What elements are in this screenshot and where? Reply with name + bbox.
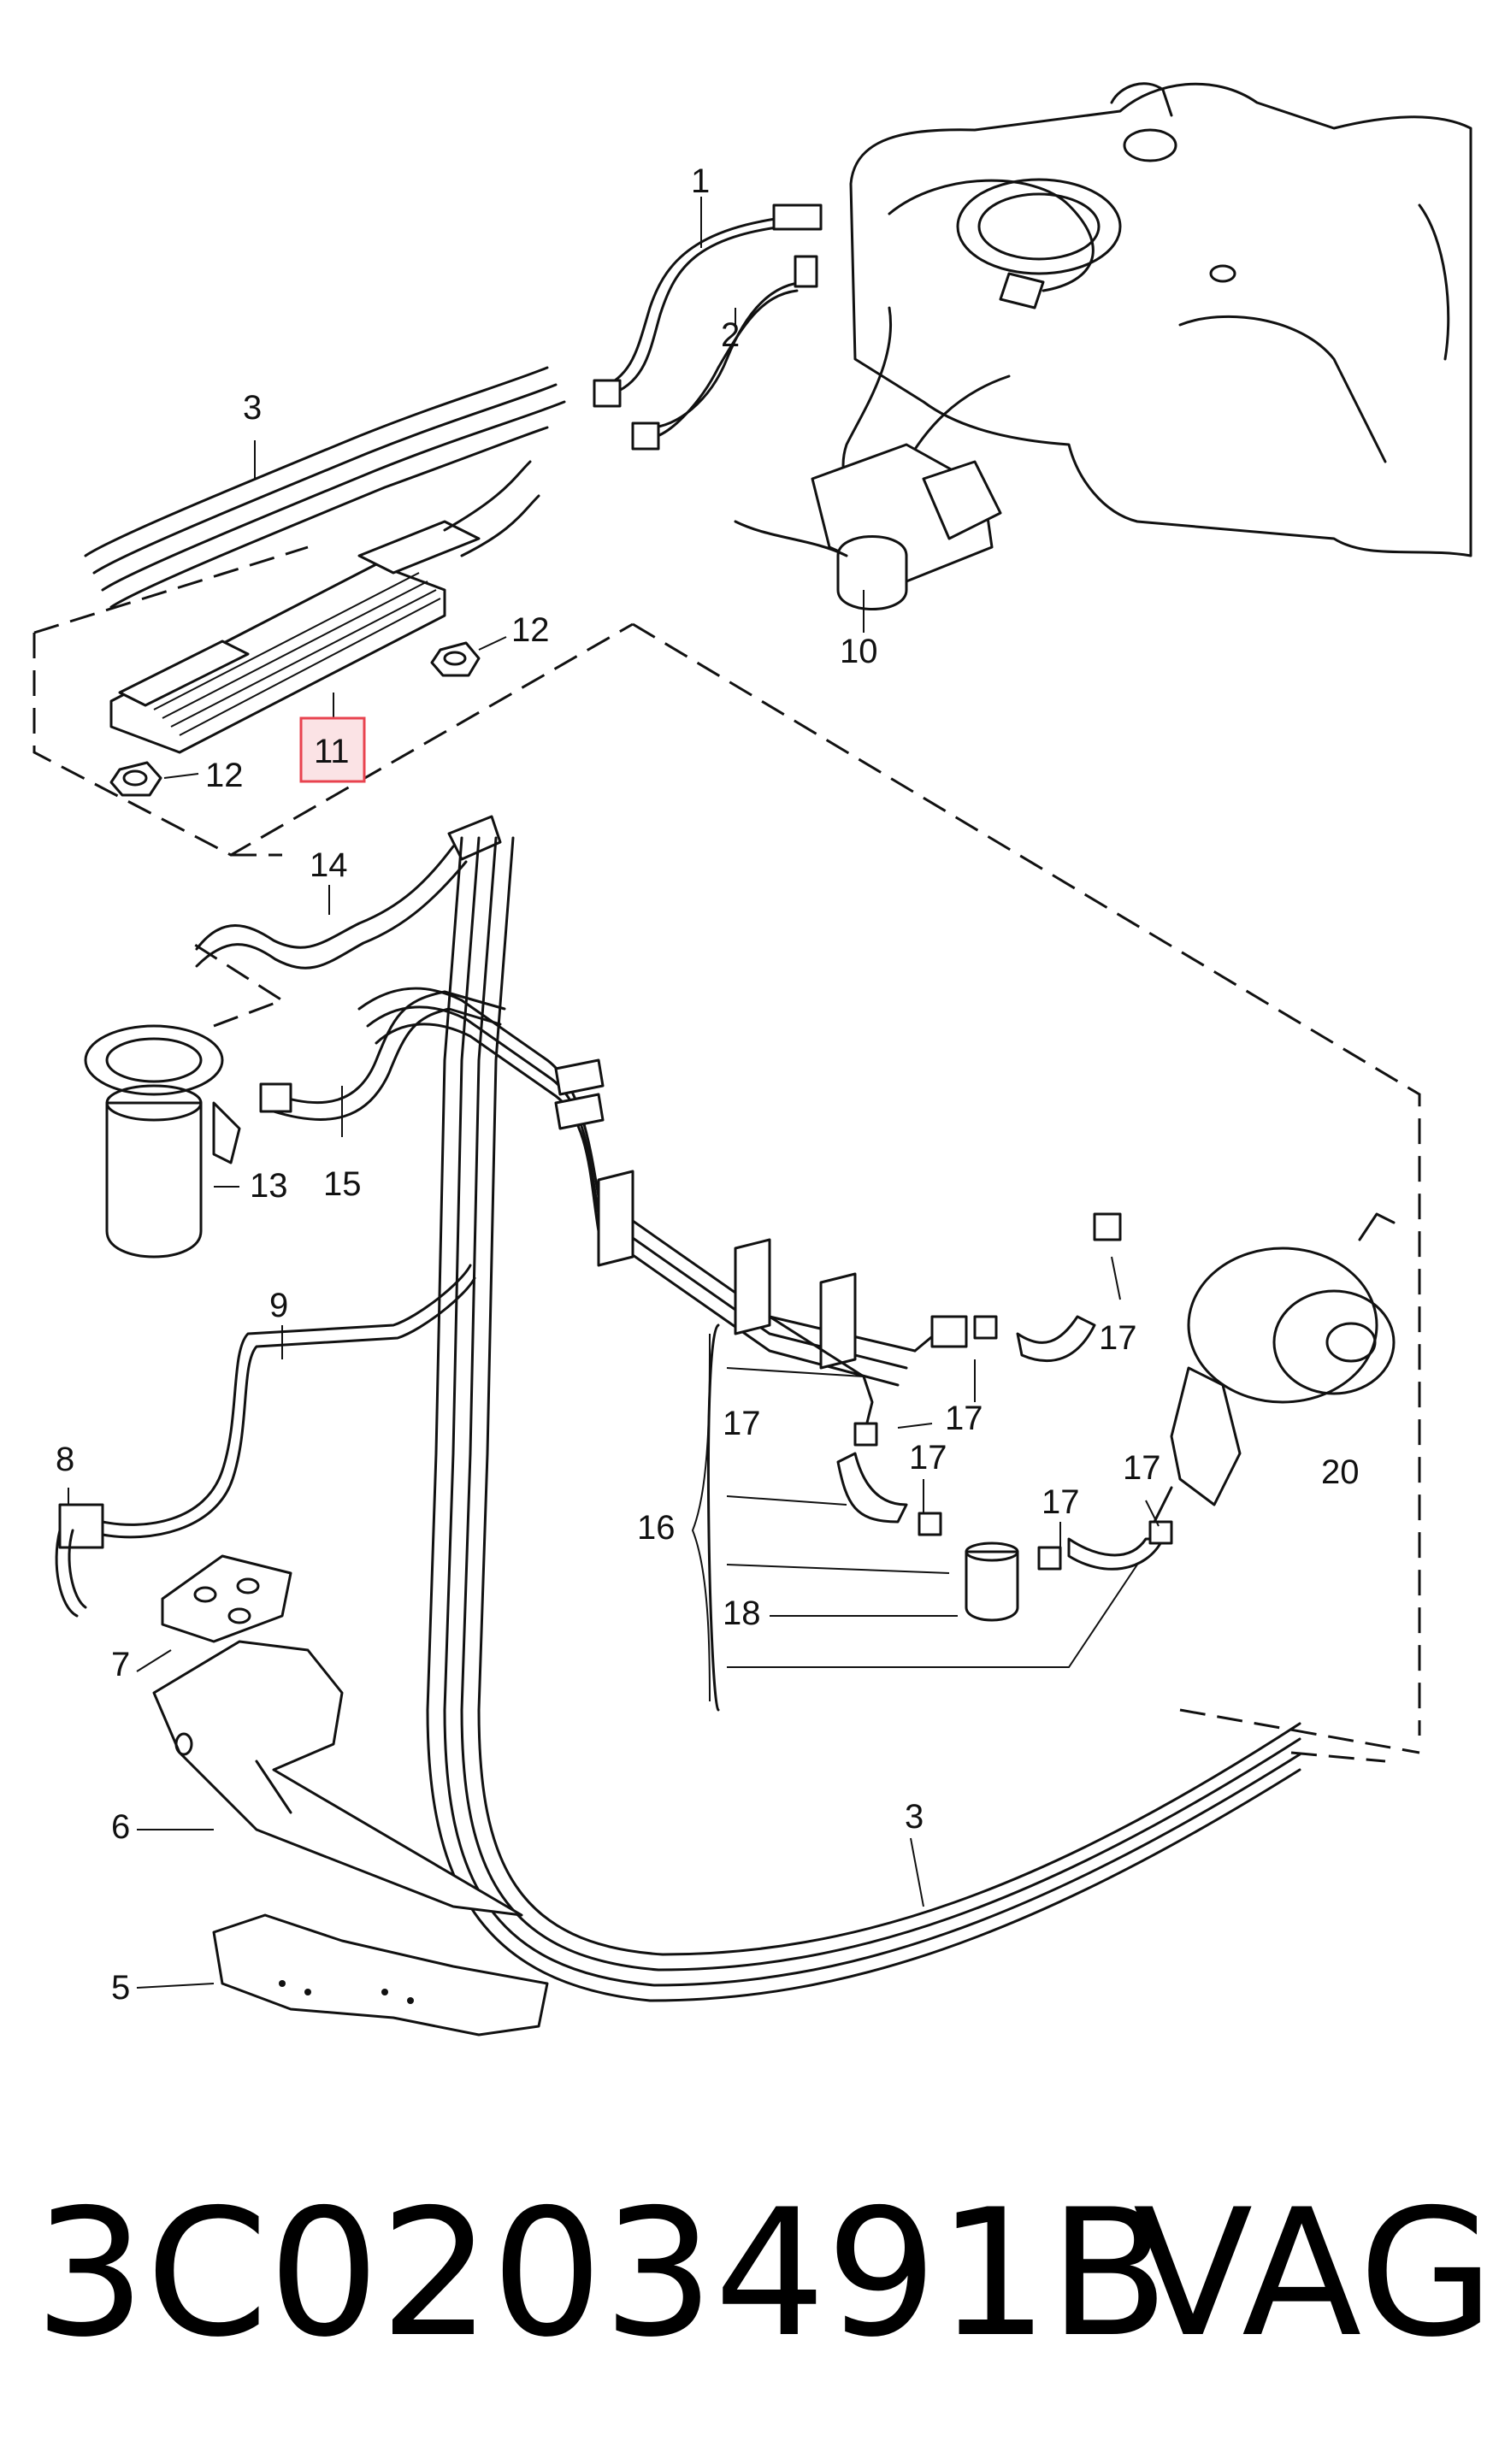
leader-lines (68, 197, 1160, 1989)
callout-1: 1 (691, 162, 710, 200)
middle-lines (357, 987, 968, 1387)
callout-3-upper: 3 (243, 389, 262, 427)
callout-9: 9 (269, 1287, 288, 1324)
callout-17-e: 17 (1042, 1483, 1080, 1521)
callout-17-c: 17 (723, 1405, 761, 1442)
nut-12 (109, 641, 481, 797)
line-9 (55, 1264, 476, 1618)
callout-17-f: 17 (1123, 1449, 1161, 1487)
callout-5: 5 (111, 1969, 130, 2007)
callout-2: 2 (721, 316, 740, 354)
line-3-lower (426, 836, 1301, 2002)
hose-group-16 (691, 1212, 1173, 1712)
callout-16: 16 (637, 1509, 676, 1547)
line-3-upper (84, 366, 566, 609)
callout-6: 6 (111, 1808, 130, 1846)
callout-7: 7 (111, 1646, 130, 1683)
callout-10: 10 (840, 633, 878, 670)
callout-13: 13 (250, 1167, 288, 1205)
fuel-cooler-11 (109, 460, 540, 754)
callout-11: 11 (314, 733, 350, 770)
callout-17-a: 17 (1099, 1319, 1137, 1357)
fuel-filter-13 (84, 1024, 241, 1259)
bracket-6 (152, 1640, 523, 1917)
highlight-box (299, 716, 366, 783)
callout-18: 18 (723, 1595, 761, 1632)
group-outlines (32, 545, 1421, 1763)
callout-17-d: 17 (909, 1439, 947, 1477)
part-number: 3C0203491B (34, 2172, 1169, 2376)
callout-15: 15 (323, 1165, 362, 1203)
callout-12-left: 12 (205, 757, 244, 794)
callout-8: 8 (56, 1441, 74, 1478)
brand-label: VAG (1133, 2172, 1493, 2376)
heat-shield-5 (212, 1913, 549, 2037)
high-pressure-pump-20 (1153, 1212, 1396, 1524)
gasket-7 (161, 1554, 292, 1643)
callout-12-right: 12 (511, 611, 550, 649)
fuel-pump-10 (734, 306, 1011, 610)
callout-17-b: 17 (945, 1400, 983, 1437)
callout-14: 14 (310, 846, 348, 884)
upper-fuel-lines (593, 203, 823, 451)
callout-20: 20 (1321, 1453, 1360, 1491)
line-15 (259, 990, 506, 1121)
line-14 (195, 815, 502, 970)
callout-3-lower: 3 (905, 1798, 924, 1836)
fuel-tank (849, 82, 1472, 557)
